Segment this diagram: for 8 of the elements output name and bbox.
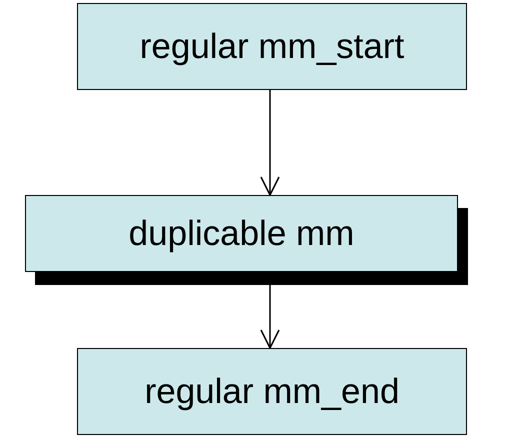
box-label: regular mm_start bbox=[140, 26, 404, 66]
arrow bbox=[260, 285, 280, 349]
process-box bbox=[77, 348, 467, 435]
process-box bbox=[77, 3, 467, 90]
arrow bbox=[260, 90, 280, 196]
box-label: duplicable mm bbox=[128, 214, 354, 254]
process-box bbox=[25, 195, 458, 272]
box-label: regular mm_end bbox=[144, 372, 400, 412]
